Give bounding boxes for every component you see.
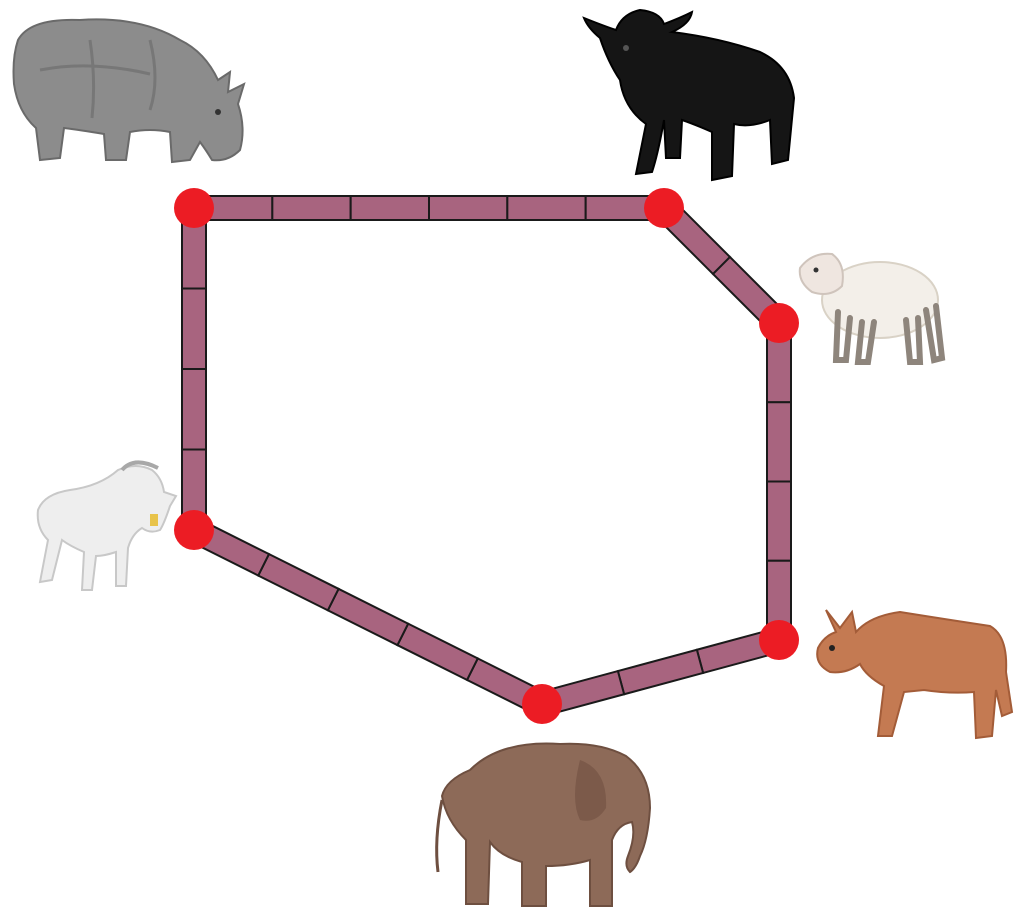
path-segment (328, 589, 408, 645)
path-segment (767, 482, 791, 561)
goat-picture (38, 462, 176, 590)
zebu-picture (817, 610, 1012, 738)
node-goat (174, 510, 214, 550)
path-segment (618, 650, 703, 695)
path-nodes (174, 188, 799, 724)
rhinoceros-picture (14, 19, 245, 162)
node-bull (644, 188, 684, 228)
path-segment (767, 402, 791, 481)
path-segment (182, 369, 206, 450)
bull-picture (584, 10, 794, 180)
path-edge (182, 208, 206, 530)
node-elephant (522, 684, 562, 724)
path-edges (182, 196, 791, 716)
node-zebu (759, 620, 799, 660)
elephant-picture (437, 744, 650, 906)
path-edge (194, 196, 664, 220)
path-segment (258, 554, 338, 610)
path-segment (272, 196, 350, 220)
path-edge (767, 323, 791, 640)
node-rhinoceros (174, 188, 214, 228)
path-segment (397, 624, 477, 680)
path-segment (351, 196, 429, 220)
path-segment (507, 196, 585, 220)
path-edge (539, 628, 782, 715)
node-sheep (759, 303, 799, 343)
path-edge (189, 519, 548, 714)
path-segment (429, 196, 507, 220)
path-segment (182, 289, 206, 370)
sheep-picture (800, 254, 942, 362)
